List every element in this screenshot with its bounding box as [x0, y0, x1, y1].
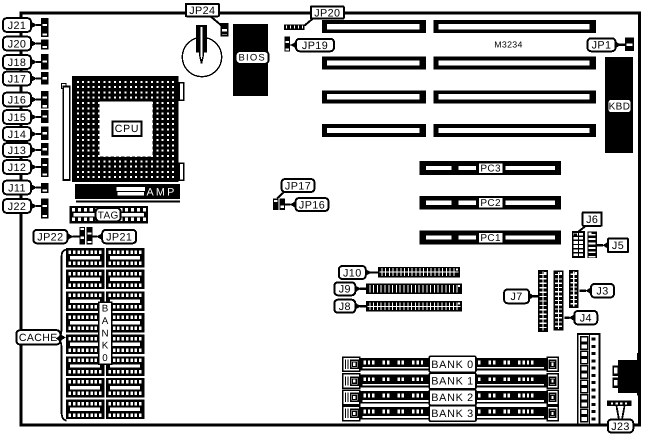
svg-text:JP19: JP19	[302, 40, 328, 52]
svg-text:JP22: JP22	[37, 231, 63, 243]
svg-text:J12: J12	[8, 162, 27, 174]
svg-text:J20: J20	[8, 38, 27, 50]
svg-text:KBD: KBD	[609, 102, 631, 113]
svg-text:TAG: TAG	[98, 210, 119, 221]
svg-text:J21: J21	[8, 20, 27, 32]
svg-text:PC2: PC2	[480, 198, 501, 209]
svg-text:J13: J13	[8, 145, 27, 157]
svg-text:J3: J3	[596, 286, 608, 298]
svg-text:J9: J9	[339, 284, 351, 296]
svg-text:J11: J11	[8, 182, 26, 194]
svg-text:J17: J17	[8, 73, 27, 85]
svg-text:BANK 1: BANK 1	[431, 376, 474, 388]
svg-text:JP21: JP21	[106, 231, 132, 243]
svg-text:J4: J4	[580, 313, 592, 325]
svg-text:A: A	[102, 316, 109, 327]
svg-text:N: N	[101, 328, 108, 339]
svg-text:J7: J7	[510, 291, 522, 303]
svg-text:J23: J23	[611, 421, 630, 433]
svg-text:M3234: M3234	[494, 39, 522, 49]
svg-text:J5: J5	[612, 240, 624, 252]
svg-text:0: 0	[102, 353, 108, 364]
svg-text:B: B	[102, 304, 109, 315]
svg-text:JP17: JP17	[285, 180, 311, 192]
svg-text:PC3: PC3	[480, 164, 501, 175]
svg-text:J15: J15	[8, 112, 27, 124]
svg-text:BANK 0: BANK 0	[431, 359, 474, 371]
svg-text:PC1: PC1	[480, 233, 501, 244]
svg-text:J8: J8	[339, 301, 351, 313]
svg-text:BANK 3: BANK 3	[431, 408, 474, 420]
svg-text:J16: J16	[8, 94, 27, 106]
svg-text:JP24: JP24	[189, 5, 215, 17]
svg-text:CACHE: CACHE	[19, 332, 58, 344]
svg-text:J14: J14	[8, 129, 27, 141]
svg-text:JP16: JP16	[299, 199, 325, 211]
svg-text:BIOS: BIOS	[238, 53, 266, 64]
svg-text:K: K	[102, 341, 109, 352]
svg-text:CPU: CPU	[115, 123, 140, 135]
svg-text:BANK 2: BANK 2	[431, 392, 474, 404]
svg-text:J18: J18	[8, 57, 27, 69]
svg-text:JP20: JP20	[314, 7, 340, 19]
svg-text:J6: J6	[586, 214, 598, 226]
svg-text:J10: J10	[343, 267, 362, 279]
svg-text:J22: J22	[8, 201, 27, 213]
svg-text:JP1: JP1	[592, 40, 612, 52]
svg-text:AMP: AMP	[147, 187, 177, 199]
